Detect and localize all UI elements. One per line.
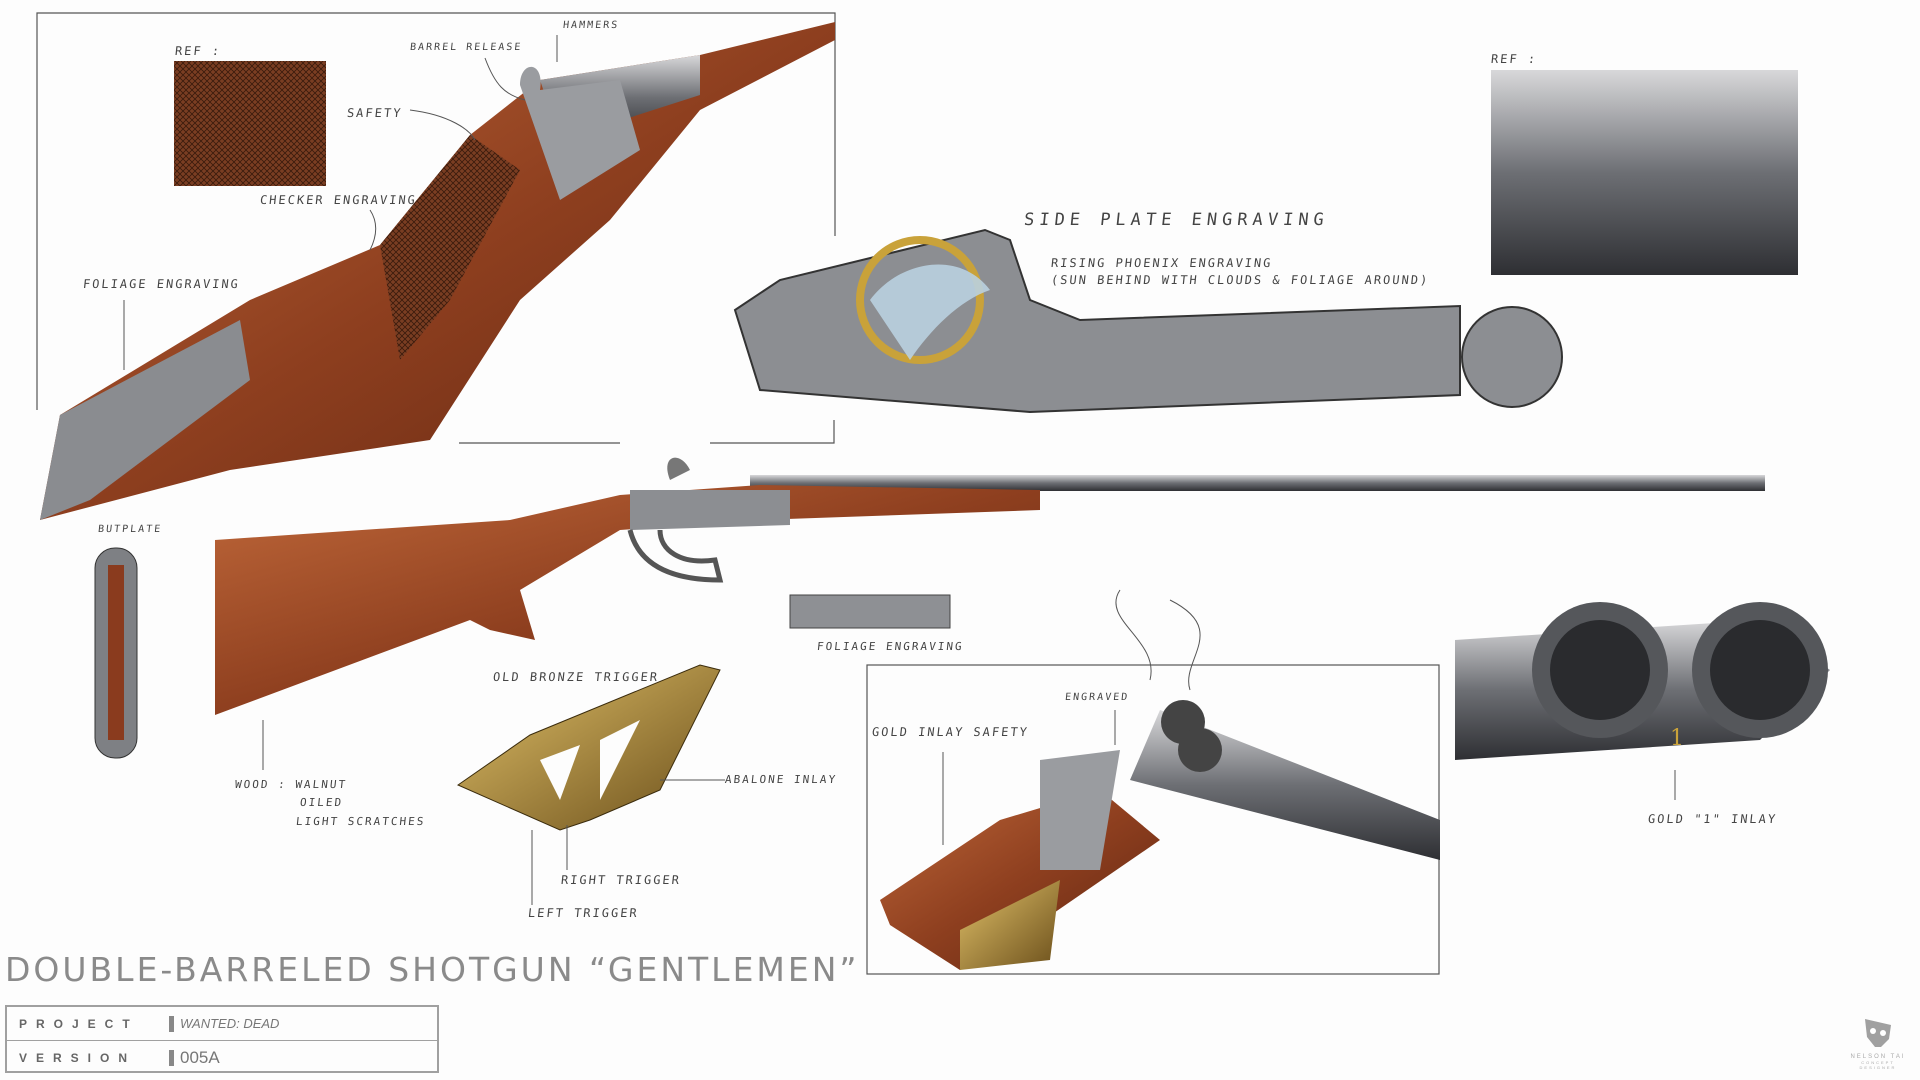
- artist-name: NELSON TAI: [1850, 1054, 1906, 1060]
- side-plate-engraving-label: SIDE PLATE ENGRAVING: [1022, 210, 1330, 230]
- info-box: PROJECT WANTED: DEAD VERSION 005A: [5, 1005, 439, 1073]
- wood-label: WOOD : WALNUT: [234, 778, 348, 791]
- light-scratches-label: LIGHT SCRATCHES: [295, 815, 427, 828]
- ref-label: REF :: [174, 44, 222, 58]
- leader-lines: [123, 35, 1676, 905]
- barrel-release-label: BARREL RELEASE: [409, 42, 523, 53]
- gold-1-inlay-label: GOLD "1" INLAY: [1647, 812, 1778, 826]
- version-value: 005A: [180, 1047, 220, 1067]
- ref-image-engraving: [1491, 70, 1798, 275]
- barrel-muzzle: 1: [1455, 602, 1830, 760]
- hammers-label: HAMMERS: [562, 20, 620, 31]
- divider-bar: [169, 1015, 174, 1032]
- ref-label-2: REF :: [1490, 52, 1538, 66]
- foliage-engraving-label-2: FOLIAGE ENGRAVING: [816, 640, 965, 653]
- left-trigger-label: LEFT TRIGGER: [527, 906, 640, 920]
- version-label: VERSION: [19, 1050, 137, 1065]
- gold-inlay-safety-label: GOLD INLAY SAFETY: [871, 725, 1030, 739]
- right-trigger-label: RIGHT TRIGGER: [560, 873, 682, 887]
- safety-label: SAFETY: [346, 106, 404, 120]
- bronze-trigger: [456, 664, 721, 831]
- detail-frame-broken-open: [866, 664, 1440, 975]
- artist-logo: NELSON TAI CONCEPT DESIGNER: [1848, 1015, 1908, 1070]
- shotgun-full: [215, 457, 1765, 715]
- checker-engraving-label: CHECKER ENGRAVING: [259, 193, 418, 207]
- foliage-engraving-label: FOLIAGE ENGRAVING: [82, 277, 241, 291]
- project-label: PROJECT: [19, 1016, 139, 1031]
- skull-icon: [1865, 1019, 1891, 1047]
- gold-1-inlay: 1: [1670, 726, 1684, 751]
- ref-image-checkering: [174, 61, 326, 186]
- abalone-inlay-label: ABALONE INLAY: [724, 773, 838, 786]
- stock-closeup: [40, 22, 835, 520]
- rising-phoenix-label: RISING PHOENIX ENGRAVING: [1050, 256, 1274, 270]
- side-plate: [733, 228, 1563, 414]
- engraved-label: ENGRAVED: [1064, 692, 1130, 703]
- divider-bar: [169, 1049, 174, 1066]
- version-row: VERSION 005A: [7, 1041, 437, 1074]
- butplate-label: BUTPLATE: [97, 524, 163, 535]
- foliage-strip: [789, 594, 951, 629]
- project-value: WANTED: DEAD: [180, 1016, 280, 1031]
- shotgun-broken-open: [880, 589, 1440, 970]
- oiled-label: OILED: [299, 796, 344, 809]
- rising-phoenix-note: (SUN BEHIND WITH CLOUDS & FOLIAGE AROUND…: [1050, 273, 1430, 287]
- artist-role: CONCEPT DESIGNER: [1859, 1060, 1897, 1070]
- sheet-title: DOUBLE-BARRELED SHOTGUN “GENTLEMEN”: [5, 950, 860, 989]
- detail-frame-top-left: [36, 12, 836, 444]
- project-row: PROJECT WANTED: DEAD: [7, 1007, 437, 1041]
- bronze-trigger-label: OLD BRONZE TRIGGER: [492, 670, 660, 684]
